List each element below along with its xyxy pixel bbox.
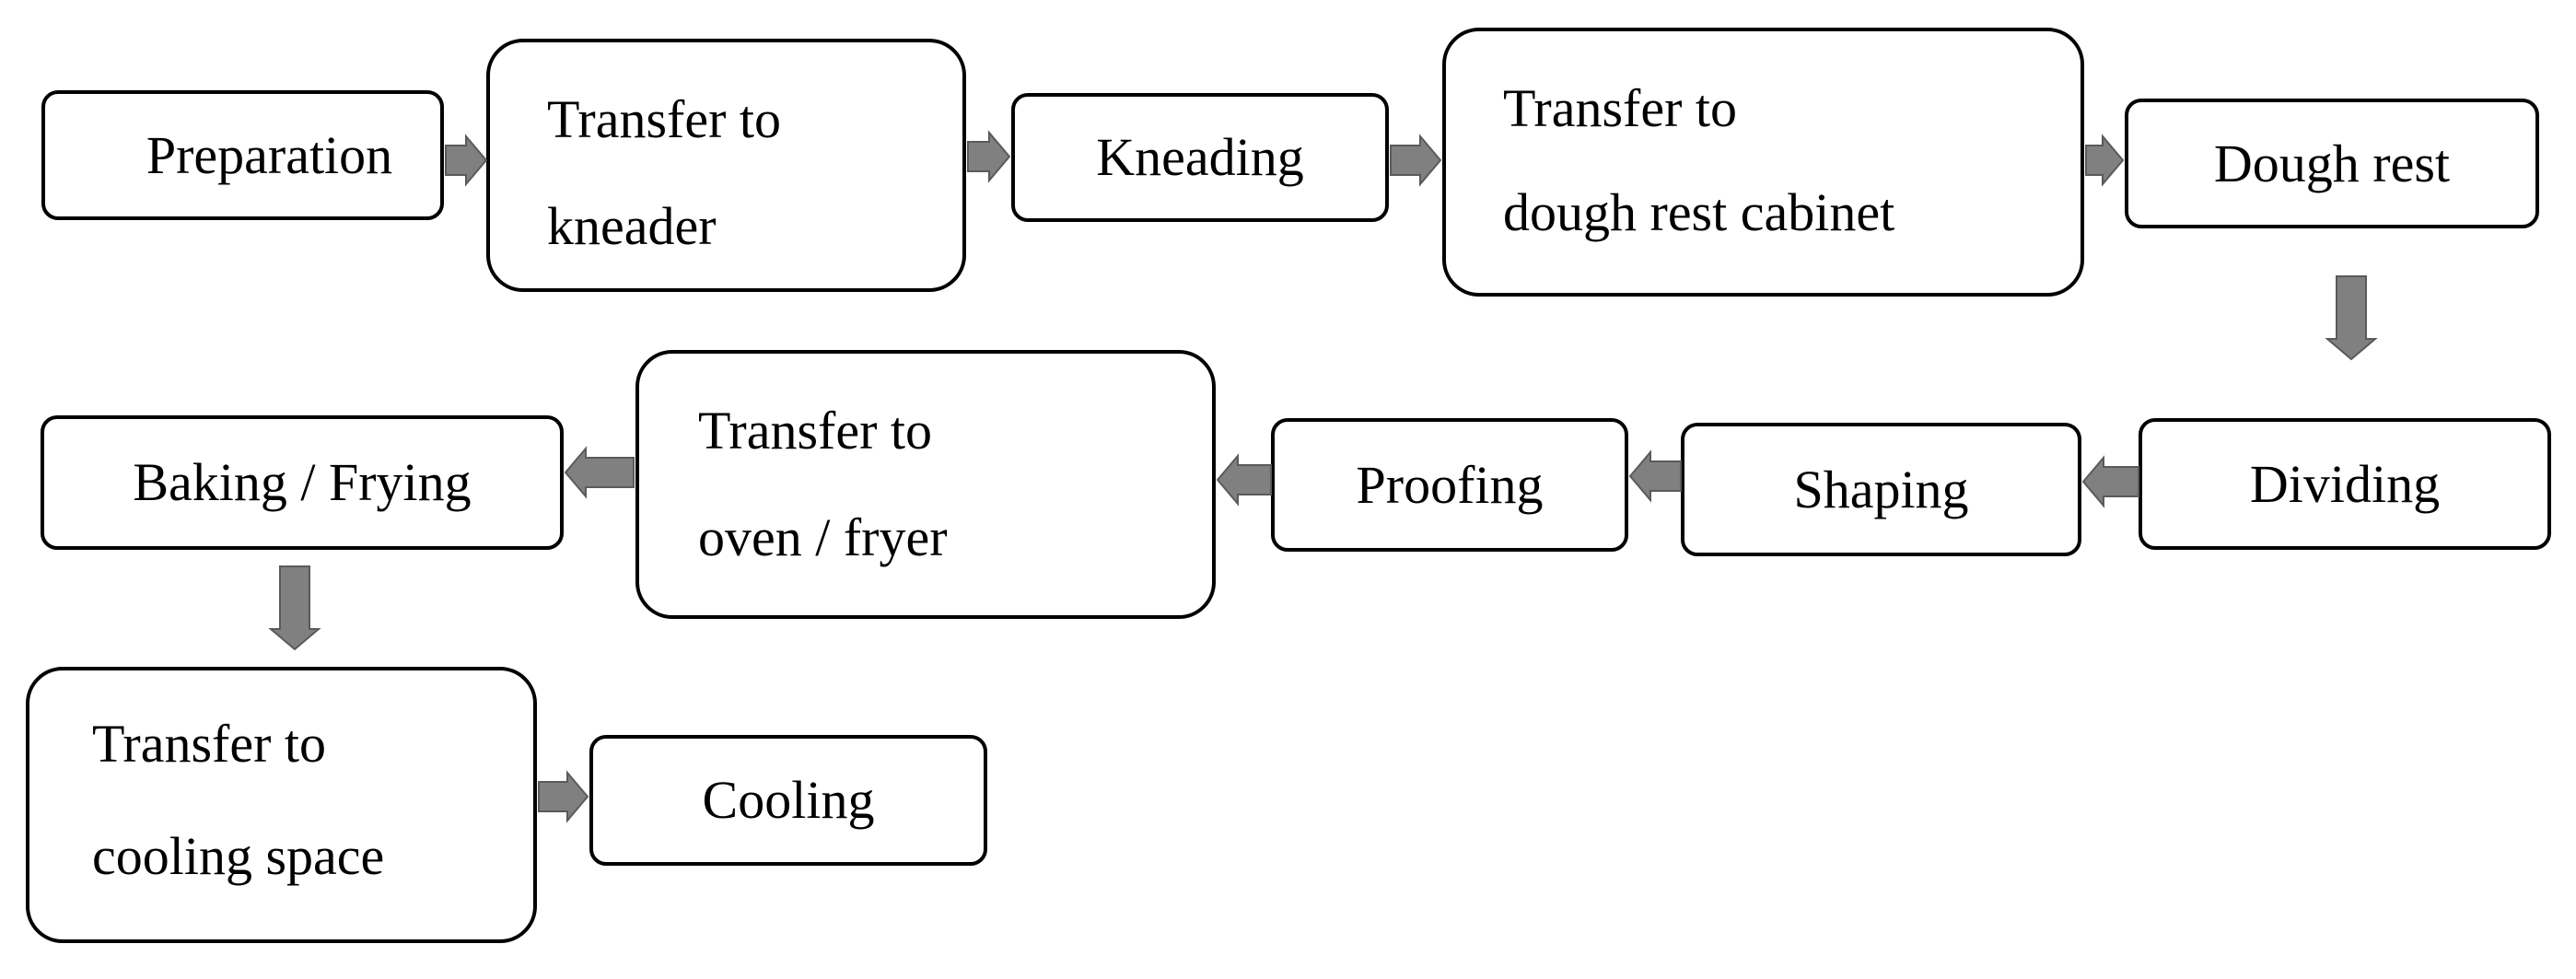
step-label-line-1: Transfer to xyxy=(547,89,782,149)
arrow-dough-rest-to-dividing xyxy=(2325,275,2378,361)
arrow-shaping-to-proofing xyxy=(1628,449,1682,503)
step-label: Proofing xyxy=(1356,454,1544,515)
step-kneading: Kneading xyxy=(1011,93,1389,222)
step-baking-frying: Baking / Frying xyxy=(41,415,564,550)
step-transfer-to-oven-fryer: Transfer to oven / fryer xyxy=(635,350,1216,619)
step-label: Baking / Frying xyxy=(133,452,472,513)
step-transfer-to-cooling-space: Transfer to cooling space xyxy=(26,667,537,943)
step-dividing: Dividing xyxy=(2139,418,2551,550)
step-cooling: Cooling xyxy=(589,735,987,866)
step-label: Kneading xyxy=(1096,127,1304,188)
step-preparation: Preparation xyxy=(41,90,444,220)
arrow-dividing-to-shaping xyxy=(2081,455,2139,508)
step-dough-rest: Dough rest xyxy=(2125,99,2539,228)
arrow-baking-to-transfer xyxy=(268,565,321,651)
step-label-line-1: Transfer to xyxy=(1503,78,1738,138)
step-label: Shaping xyxy=(1793,459,1969,519)
step-label-line-1: Transfer to xyxy=(698,401,933,460)
step-label: Dough rest xyxy=(2213,133,2451,193)
step-label: Preparation xyxy=(146,124,393,185)
step-label-line-2: kneader xyxy=(547,196,717,256)
step-label-line-2: dough rest cabinet xyxy=(1503,182,1895,242)
arrow-transfer-to-cooling xyxy=(538,770,589,823)
arrow-transfer-to-dough-rest xyxy=(2085,134,2125,187)
step-shaping: Shaping xyxy=(1681,423,2081,556)
step-label: Cooling xyxy=(702,770,875,831)
step-label-line-1: Transfer to xyxy=(92,714,327,774)
step-label-line-2: cooling space xyxy=(92,826,385,886)
arrow-proofing-to-transfer xyxy=(1216,453,1272,507)
arrow-kneading-to-transfer xyxy=(1390,134,1442,187)
arrow-transfer-to-baking xyxy=(564,446,635,499)
arrow-transfer-to-kneading xyxy=(967,130,1011,183)
arrow-preparation-to-transfer xyxy=(445,134,488,187)
step-label-line-2: oven / fryer xyxy=(698,507,948,567)
step-label: Dividing xyxy=(2249,453,2441,514)
step-transfer-to-dough-rest-cabinet: Transfer to dough rest cabinet xyxy=(1442,28,2084,297)
step-proofing: Proofing xyxy=(1271,418,1628,552)
step-transfer-to-kneader: Transfer to kneader xyxy=(486,39,966,292)
